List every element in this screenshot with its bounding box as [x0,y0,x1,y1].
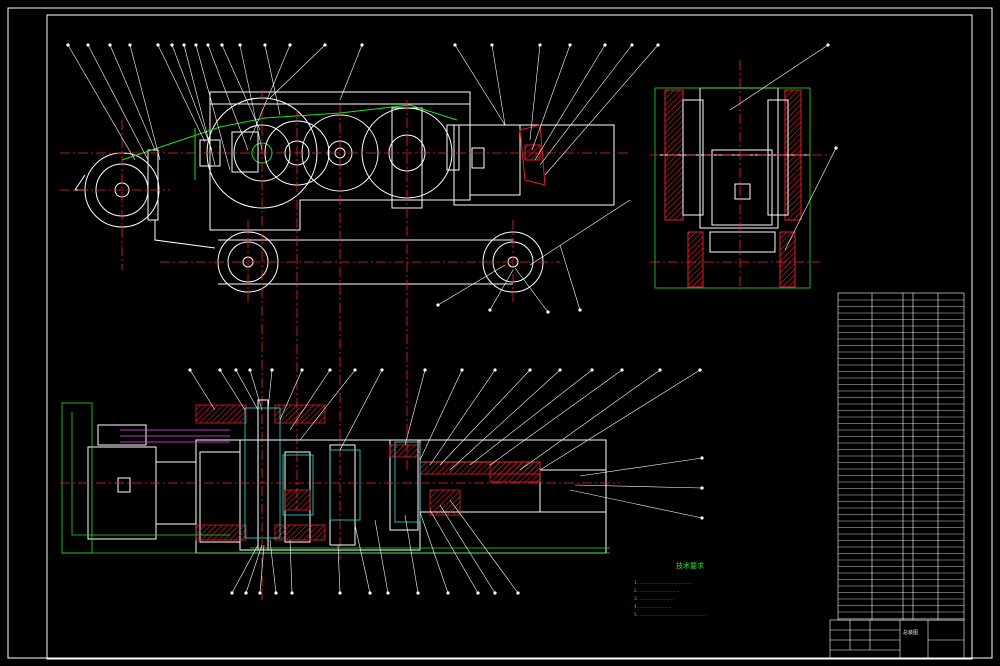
title-block [829,619,965,659]
title-block-drawing-name: 总装图 [903,629,918,636]
plan-belt-lines [120,429,230,443]
front-view-belt [121,104,458,161]
side-centerlines [650,60,830,290]
technical-requirement-line: 3. .......................... [634,596,674,601]
outer-frame [7,7,993,659]
plan-gear-teeth [244,407,421,539]
technical-requirement-line: 1. .....................................… [634,580,693,585]
side-view [660,87,810,288]
technical-requirement-line: 2. .............................. [634,588,679,593]
parts-list [837,292,965,621]
inner-frame [46,14,973,660]
technical-requirements-title: 技术要求 [676,561,704,570]
side-view-dimension-box [654,87,811,289]
leader-lines [66,43,838,595]
technical-requirement-line: 4. ........................ [634,604,671,609]
parts-list-rows [838,299,964,619]
technical-requirement-line: 5. .....................................… [634,612,706,617]
plan-dimensions [61,402,610,554]
plan-hatched-sections [195,404,541,541]
front-centerlines [60,90,630,600]
technical-requirements: 技术要求 1. ................................… [634,561,706,617]
